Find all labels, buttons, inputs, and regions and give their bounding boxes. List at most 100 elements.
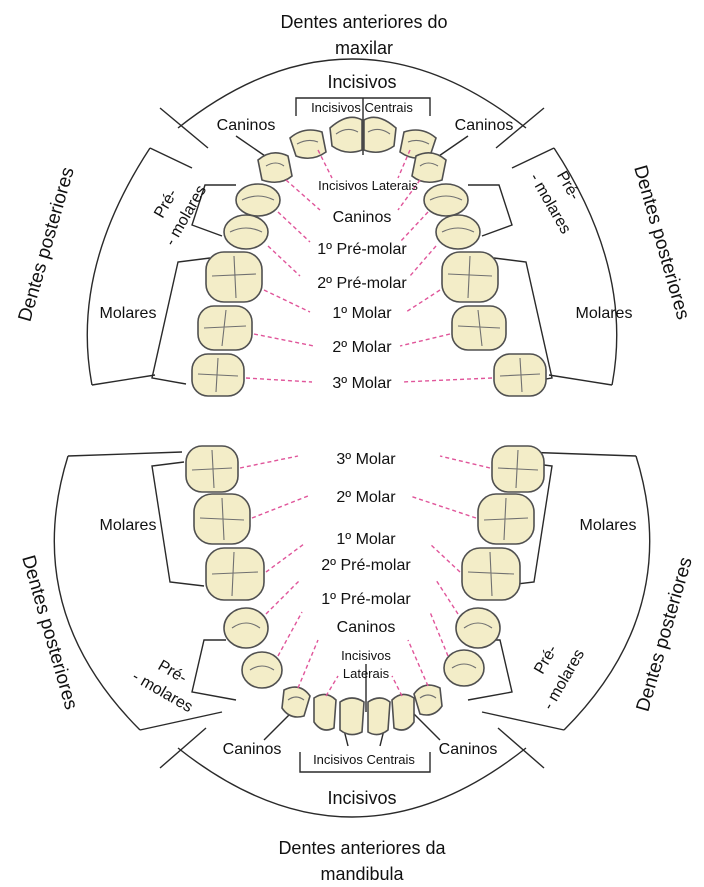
maxilla-posterior-arc-left <box>87 148 150 385</box>
leader <box>278 612 302 656</box>
lower-canine-right <box>414 685 442 715</box>
mandible-posteriores-right-label: Dentes posteriores <box>633 555 697 714</box>
mandible-caninos-pointer-right <box>414 714 440 740</box>
maxilla-posterior-arc-left-top <box>150 148 192 168</box>
leader <box>400 212 428 242</box>
mandible-caninos-right-label: Caninos <box>439 741 498 758</box>
upper-lateral-incisor-left <box>290 130 326 158</box>
mandible-anterior-heading-line2: mandibula <box>320 864 404 884</box>
lower-first-premolar-right <box>444 650 484 686</box>
maxilla-posterior-arc-right-end <box>549 375 612 385</box>
maxilla-center-label-3: 1º Molar <box>332 305 392 322</box>
maxilla-caninos-left-label: Caninos <box>217 117 276 134</box>
leader <box>410 246 436 276</box>
lower-first-molar-left <box>206 548 264 600</box>
lower-second-molar-left <box>194 494 250 544</box>
leader <box>402 378 492 382</box>
upper-second-premolar-right <box>436 215 480 249</box>
mandible-molares-right-label: Molares <box>580 517 637 534</box>
mandible-posterior-arc-left-top <box>68 452 182 456</box>
leader <box>254 334 314 346</box>
leader <box>264 290 310 312</box>
mandible-incisivos-centrais-label: Incisivos Centrais <box>313 752 415 767</box>
leader <box>268 246 300 276</box>
leader <box>286 180 320 210</box>
upper-second-molar-left <box>198 306 252 350</box>
upper-second-premolar-left <box>224 215 268 249</box>
maxilla-incisivos-label: Incisivos <box>327 72 396 92</box>
upper-first-molar-right <box>442 252 498 302</box>
upper-third-molar-right <box>494 354 546 396</box>
leader <box>252 496 308 518</box>
leader <box>406 290 440 312</box>
leader <box>298 640 318 688</box>
mandible-center-label-3: 2º Pré-molar <box>321 557 411 574</box>
lower-first-premolar-left <box>242 652 282 688</box>
lower-second-premolar-left <box>224 608 268 648</box>
maxilla-incisivos-laterais-label: Incisivos Laterais <box>318 178 418 193</box>
lower-canine-left <box>282 687 310 717</box>
lower-second-molar-right <box>478 494 534 544</box>
leader <box>246 378 312 382</box>
maxilla-posteriores-right-label: Dentes posteriores <box>629 163 693 322</box>
leader <box>430 612 448 656</box>
mandible-premolares-right-line1: Pré- <box>531 642 561 677</box>
leader <box>240 456 298 468</box>
upper-canine-left <box>258 153 292 182</box>
maxilla-center-label-0: Caninos <box>333 209 392 226</box>
mandible-anterior-heading-line1: Dentes anteriores da <box>278 838 446 858</box>
mandible-caninos-pointer-left <box>264 714 290 740</box>
upper-central-incisor-right <box>364 117 396 152</box>
lower-central-incisor-right <box>368 698 390 735</box>
mandible-center-label-1: 2º Molar <box>336 489 396 506</box>
mandible-arc-tick-left <box>160 728 206 768</box>
leader <box>392 676 402 696</box>
lower-third-molar-left <box>186 446 238 492</box>
upper-first-premolar-left <box>236 184 280 216</box>
lower-second-premolar-right <box>456 608 500 648</box>
upper-second-molar-right <box>452 306 506 350</box>
lower-lateral-incisor-left <box>314 694 336 730</box>
upper-third-molar-left <box>192 354 244 396</box>
leader <box>266 580 300 614</box>
maxilla-center-label-2: 2º Pré-molar <box>317 275 407 292</box>
maxilla-center-label-1: 1º Pré-molar <box>317 241 407 258</box>
maxilla-caninos-pointer-right <box>436 136 468 158</box>
maxilla-posterior-arc-left-end <box>92 375 155 385</box>
maxilla-center-label-5: 3º Molar <box>332 375 392 392</box>
mandible-caninos-left-label: Caninos <box>223 741 282 758</box>
leader <box>400 334 450 346</box>
maxilla-posteriores-left-label: Dentes posteriores <box>15 165 79 324</box>
maxilla-anterior-heading-line1: Dentes anteriores do <box>280 12 447 32</box>
maxilla-posterior-arc-right-top <box>512 148 554 168</box>
mandible-labels: 3º Molar 2º Molar 1º Molar 2º Pré-molar … <box>17 451 697 884</box>
mandible-incisivos-laterais-line2: Laterais <box>343 666 390 681</box>
upper-first-molar-left <box>206 252 262 302</box>
maxilla-caninos-right-label: Caninos <box>455 117 514 134</box>
mandible-incisivos-label: Incisivos <box>327 788 396 808</box>
leader <box>408 640 428 686</box>
lower-third-molar-right <box>492 446 544 492</box>
maxilla-caninos-pointer-left <box>236 136 268 158</box>
upper-central-incisor-left <box>330 117 362 152</box>
maxilla-labels: Dentes anteriores do maxilar Incisivos I… <box>15 12 694 392</box>
mandible-incisivos-laterais-line1: Incisivos <box>341 648 391 663</box>
mandible-premolar-bracket-left <box>192 640 236 700</box>
leader <box>436 580 458 614</box>
mandible-arc-tick-right <box>498 728 544 768</box>
maxilla-arc-tick-left <box>160 108 208 148</box>
mandible-center-label-0: 3º Molar <box>336 451 396 468</box>
lower-central-incisor-left <box>340 698 364 735</box>
mandible-posterior-arc-left-end <box>140 712 222 730</box>
maxilla-molares-left-label: Molares <box>100 305 157 322</box>
leader <box>410 496 476 518</box>
leader <box>430 544 460 572</box>
upper-first-premolar-right <box>424 184 468 216</box>
mandible-molares-left-label: Molares <box>100 517 157 534</box>
lower-first-molar-right <box>462 548 520 600</box>
maxilla-molares-right-label: Molares <box>576 305 633 322</box>
leader <box>278 212 310 242</box>
mandible-center-label-4: 1º Pré-molar <box>321 591 411 608</box>
leader <box>440 456 490 468</box>
